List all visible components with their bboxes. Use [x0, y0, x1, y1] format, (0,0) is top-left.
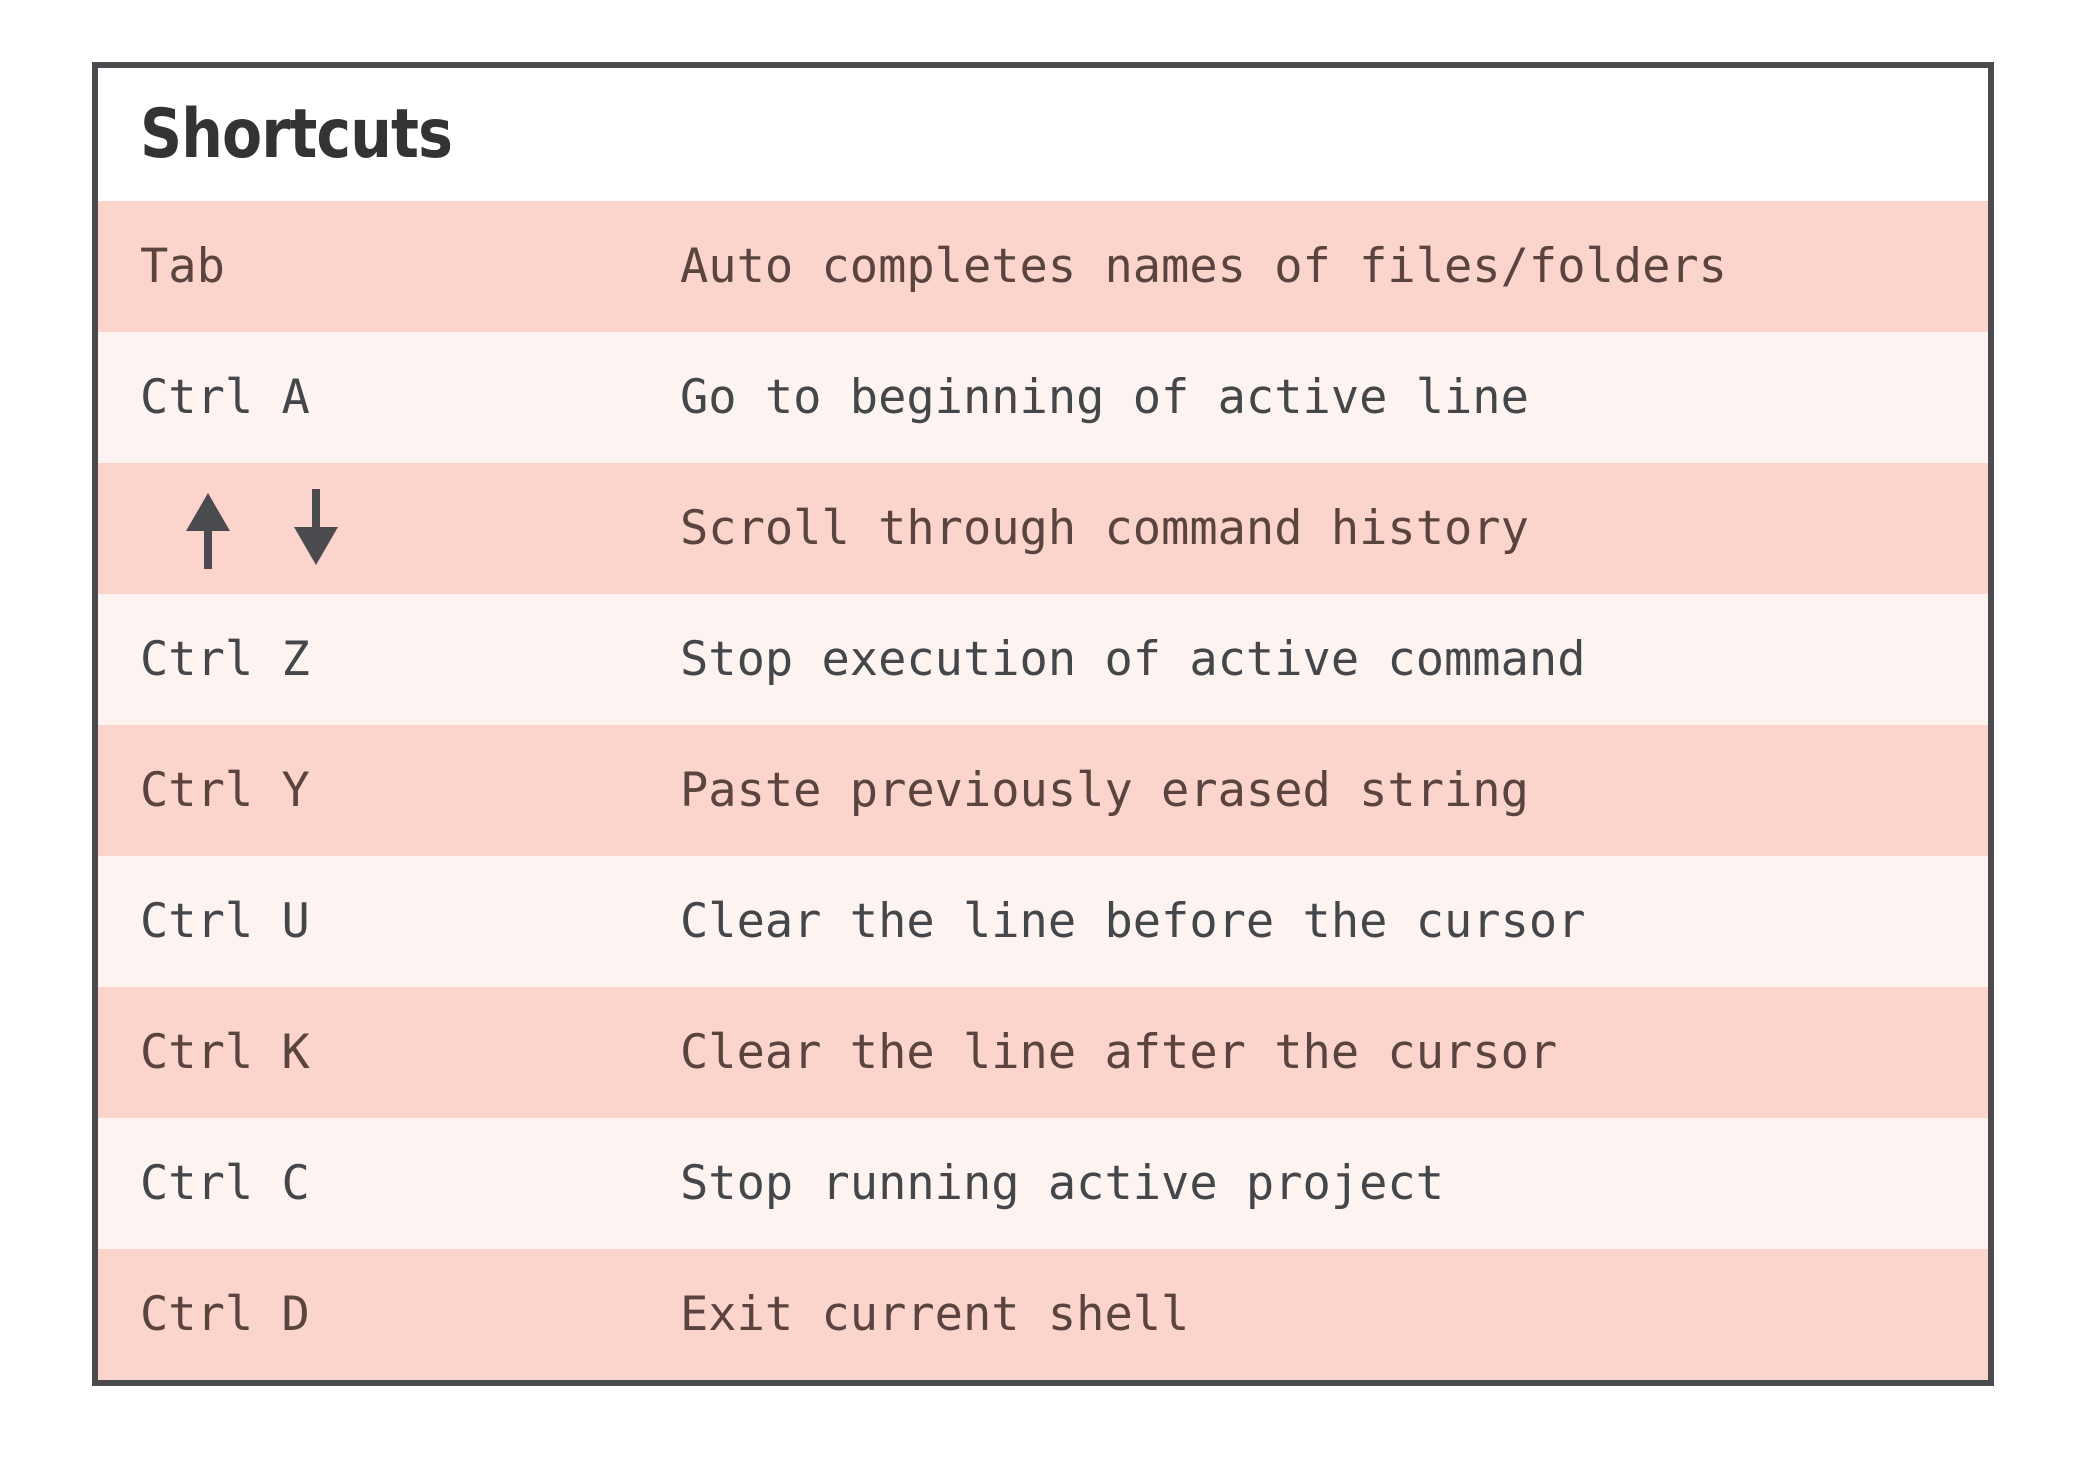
page-title: Shortcuts	[140, 94, 453, 174]
shortcut-description-cell: Clear the line before the cursor	[680, 894, 1586, 949]
shortcut-key-cell: Tab	[140, 239, 225, 294]
shortcut-key-cell: Ctrl U	[140, 894, 310, 949]
shortcuts-card: Shortcuts Tab Auto completes names of fil…	[92, 62, 1994, 1386]
shortcut-key-cell: Ctrl Y	[140, 763, 310, 818]
table-row: Scroll through command history	[98, 463, 1988, 594]
shortcut-description-cell: Exit current shell	[680, 1287, 1190, 1342]
card-header: Shortcuts	[98, 68, 1988, 201]
shortcut-description-cell: Stop running active project	[680, 1156, 1445, 1211]
shortcut-description-cell: Paste previously erased string	[680, 763, 1529, 818]
table-row: Ctrl K Clear the line after the cursor	[98, 987, 1988, 1118]
shortcut-key-cell: Ctrl C	[140, 1156, 310, 1211]
shortcut-key-cell	[98, 488, 680, 569]
shortcut-description-cell: Scroll through command history	[680, 501, 1529, 556]
shortcut-key-cell: Ctrl A	[140, 370, 310, 425]
table-row: Ctrl A Go to beginning of active line	[98, 332, 1988, 463]
shortcut-key-cell: Ctrl D	[140, 1287, 310, 1342]
arrow-down-icon	[290, 488, 342, 569]
shortcut-description-cell: Auto completes names of files/folders	[680, 239, 1727, 294]
shortcuts-table: Tab Auto completes names of files/folders…	[98, 201, 1988, 1380]
table-row: Ctrl Z Stop execution of active command	[98, 594, 1988, 725]
arrow-keys-group	[140, 488, 680, 569]
table-row: Ctrl D Exit current shell	[98, 1249, 1988, 1380]
table-row: Ctrl C Stop running active project	[98, 1118, 1988, 1249]
shortcut-description-cell: Clear the line after the cursor	[680, 1025, 1558, 1080]
shortcut-description-cell: Go to beginning of active line	[680, 370, 1529, 425]
table-row: Ctrl Y Paste previously erased string	[98, 725, 1988, 856]
shortcut-key-cell: Ctrl K	[140, 1025, 310, 1080]
table-row: Tab Auto completes names of files/folders	[98, 201, 1988, 332]
arrow-up-icon	[182, 489, 234, 569]
shortcut-description-cell: Stop execution of active command	[680, 632, 1586, 687]
shortcut-key-cell: Ctrl Z	[140, 632, 310, 687]
table-row: Ctrl U Clear the line before the cursor	[98, 856, 1988, 987]
